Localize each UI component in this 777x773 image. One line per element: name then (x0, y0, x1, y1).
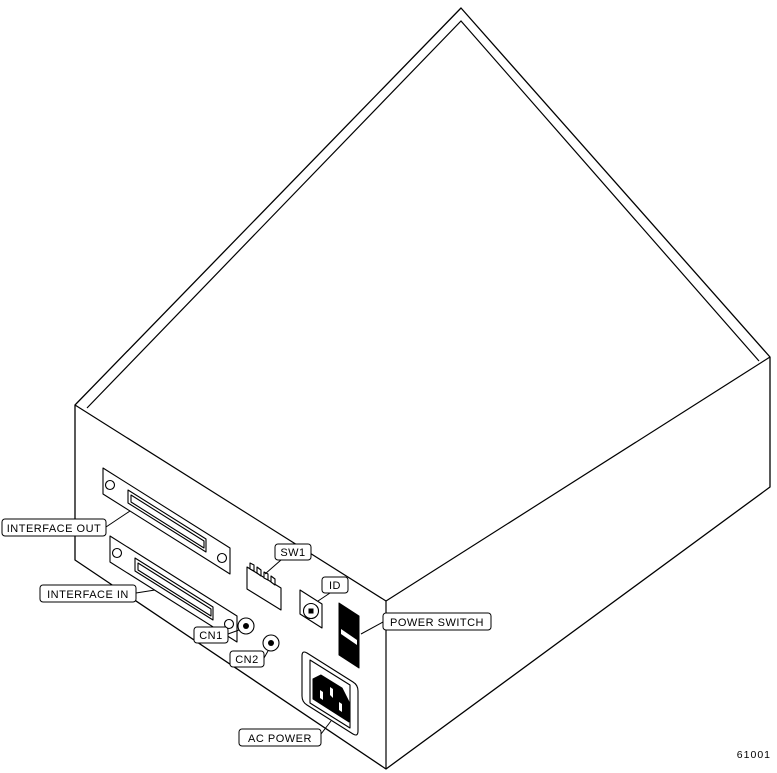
interface-out-slot-inner (130, 494, 205, 549)
label-power-switch: POWER SWITCH (390, 617, 484, 629)
cn2-connector (262, 634, 280, 652)
sw1-tooth-4 (270, 575, 276, 586)
leader-power-switch (360, 621, 384, 635)
id-dial-slot (308, 608, 314, 614)
callout-cn2: CN2 (229, 650, 269, 668)
ac-inlet-pin-right (339, 702, 342, 712)
interface-in-screw-hole-left (111, 547, 123, 559)
label-box-ac-power (238, 728, 322, 747)
leader-cn1 (227, 629, 240, 635)
callout-interface-in: INTERFACE IN (39, 584, 156, 603)
leader-interface-out (105, 510, 131, 528)
enclosure (74, 7, 771, 770)
interface-out-screw-hole-right (216, 552, 228, 564)
leader-ac-power (320, 720, 332, 735)
label-interface-in: INTERFACE IN (47, 589, 129, 601)
leader-cn2 (263, 650, 269, 659)
label-cn2: CN2 (235, 654, 259, 666)
enclosure-silhouette (74, 7, 771, 770)
interface-out-connector (102, 467, 231, 575)
callout-cn1: CN1 (193, 626, 240, 644)
callout-ac-power: AC POWER (238, 720, 332, 747)
ac-inlet-pin-left (320, 690, 323, 700)
ac-power-inlet (301, 651, 359, 736)
enclosure-lid-seam (86, 20, 760, 409)
callout-power-switch: POWER SWITCH (360, 612, 492, 635)
sw1-body (246, 566, 282, 611)
label-box-interface-out (1, 518, 107, 537)
sw1-tooth-2 (256, 566, 262, 577)
sw1-tooth-1 (249, 562, 255, 572)
callouts: INTERFACE OUT INTERFACE IN SW1 ID CN1 CN… (1, 510, 492, 747)
label-box-id (321, 576, 349, 594)
cn2-center-pin (268, 640, 274, 646)
cn1-center-pin (243, 623, 249, 629)
interface-out-screw-hole-left (104, 479, 116, 491)
label-box-cn2 (229, 650, 265, 668)
label-interface-out: INTERFACE OUT (7, 523, 102, 535)
power-rocker-switch (338, 602, 360, 669)
callout-id: ID (317, 576, 349, 602)
leader-id (317, 592, 331, 602)
label-id: ID (329, 580, 341, 592)
ac-inlet-pin-ground (330, 687, 333, 698)
interface-in-screw-hole-right (223, 618, 235, 630)
callout-interface-out: INTERFACE OUT (1, 510, 131, 537)
power-switch-rocker-gap (341, 629, 357, 645)
label-box-cn1 (193, 626, 229, 644)
leader-interface-in (135, 589, 156, 594)
sw1-dip-switch (246, 562, 282, 611)
enclosure-top-front-left-edge (74, 404, 387, 602)
label-ac-power: AC POWER (248, 733, 312, 745)
callout-sw1: SW1 (264, 543, 312, 575)
cn1-connector (237, 617, 255, 635)
label-cn1: CN1 (199, 630, 223, 642)
enclosure-top-front-right-edge (385, 356, 771, 602)
interface-in-slot-inner (137, 562, 212, 617)
id-rotary-switch (299, 589, 323, 629)
label-box-power-switch (382, 612, 492, 631)
label-sw1: SW1 (280, 547, 305, 559)
figure-number: 61001 (737, 749, 771, 761)
leader-sw1 (264, 559, 282, 575)
label-box-sw1 (274, 543, 312, 561)
interface-in-connector (109, 535, 238, 643)
label-box-interface-in (39, 584, 137, 603)
